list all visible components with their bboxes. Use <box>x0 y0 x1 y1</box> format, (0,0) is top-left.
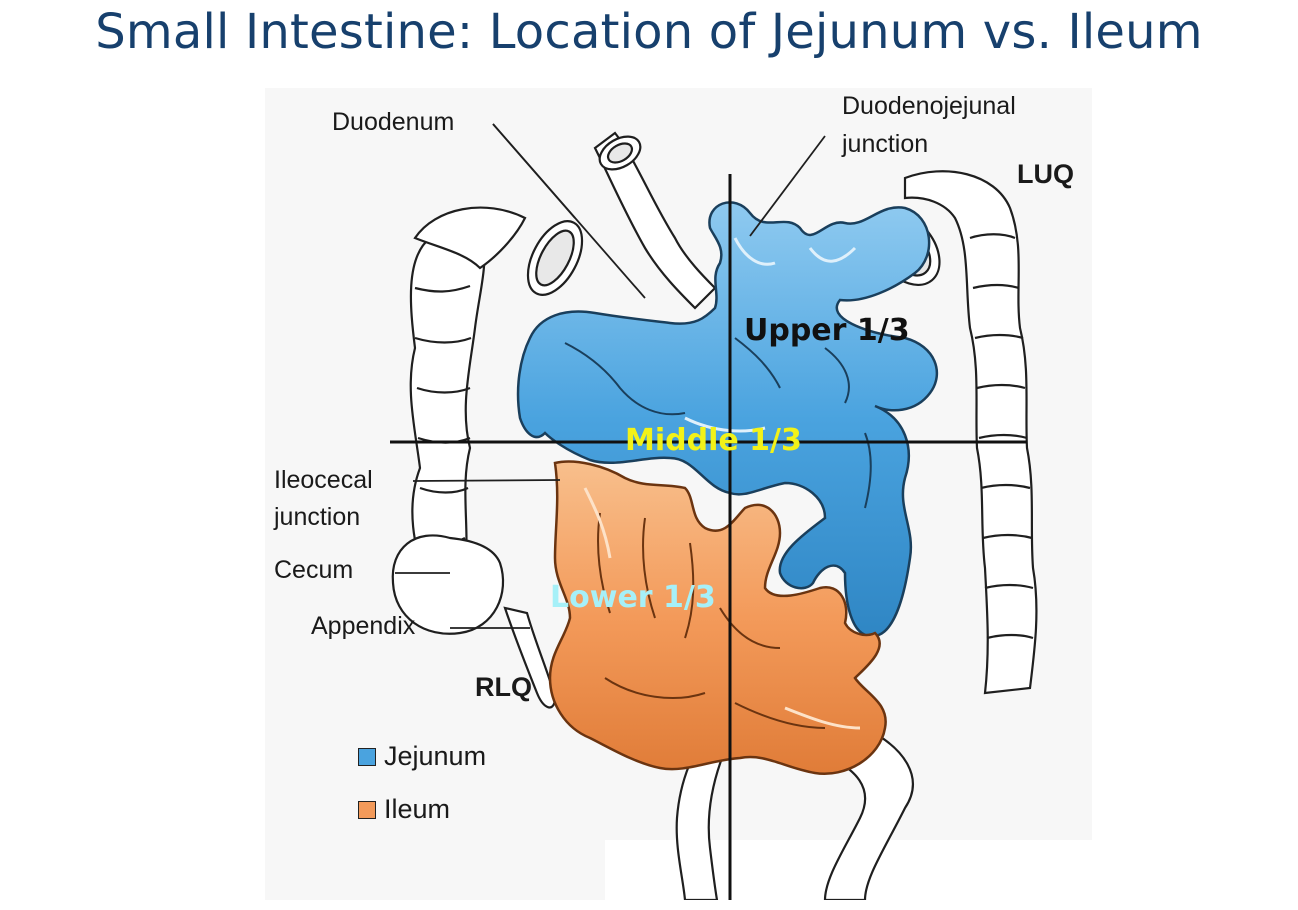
ileum <box>548 460 887 776</box>
lower-third-label: Lower 1/3 <box>550 580 716 615</box>
legend-item-jejunum: Jejunum <box>358 741 486 772</box>
label-ileocecal-junction: junction <box>274 503 361 531</box>
legend-label-jejunum: Jejunum <box>384 741 487 771</box>
label-cecum: Cecum <box>274 556 354 584</box>
diagram-artwork <box>265 88 1092 900</box>
legend-item-ileum: Ileum <box>358 794 450 825</box>
label-duodenojejunal-junction: junction <box>842 130 929 158</box>
label-duodenojejunal: Duodenojejunal <box>842 92 1016 120</box>
label-appendix: Appendix <box>311 612 416 640</box>
jejunum-swatch <box>358 747 376 766</box>
label-ileocecal: Ileocecal <box>274 466 373 494</box>
pointer-lines <box>395 123 826 629</box>
jejunum <box>516 201 939 638</box>
legend-label-ileum: Ileum <box>384 794 451 824</box>
quadrant-luq: LUQ <box>1017 159 1074 189</box>
ileum-swatch <box>358 800 376 819</box>
slide-title: Small Intestine: Location of Jejunum vs.… <box>95 4 1203 60</box>
intestine-diagram: Duodenum Duodenojejunal junction Ileocec… <box>265 88 1092 900</box>
upper-third-label: Upper 1/3 <box>744 313 910 348</box>
duodenum-tube <box>593 131 717 310</box>
diagram-background-tail <box>265 840 605 900</box>
middle-third-label: Middle 1/3 <box>625 423 802 458</box>
label-duodenum: Duodenum <box>332 108 455 136</box>
quadrant-rlq: RLQ <box>475 672 532 702</box>
colon <box>391 170 1038 900</box>
